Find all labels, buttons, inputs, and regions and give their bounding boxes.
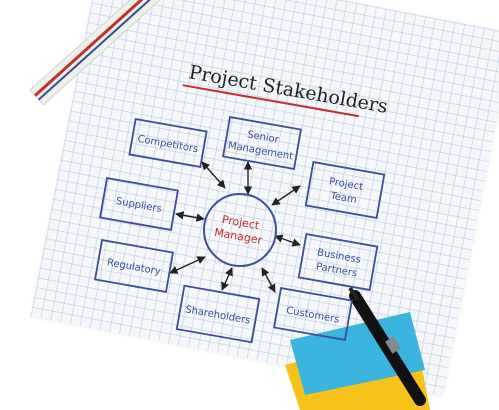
node-shareholders: Shareholders [175,284,261,344]
connector-arrows [169,161,301,293]
ruler [29,0,201,106]
node-project-team: Project Team [304,161,386,219]
node-suppliers-label: Suppliers [115,196,163,215]
diagram-title: Project Stakeholders [187,61,389,118]
pen [348,286,426,406]
blue-sticky-note [290,312,425,395]
node-regulatory-label: Regulatory [106,257,161,277]
node-competitors: Competitors [128,117,208,169]
node-customers-label: Customers [285,305,340,325]
center-node: Project Manager [203,193,277,267]
node-suppliers: Suppliers [99,177,179,231]
node-competitors-label: Competitors [137,134,199,155]
node-business-partners: Business Partners [297,233,379,291]
node-senior-management: Senior Management [222,116,302,170]
node-project-team-line2: Team [329,190,358,206]
node-shareholders-label: Shareholders [184,304,251,326]
node-regulatory: Regulatory [94,239,174,293]
